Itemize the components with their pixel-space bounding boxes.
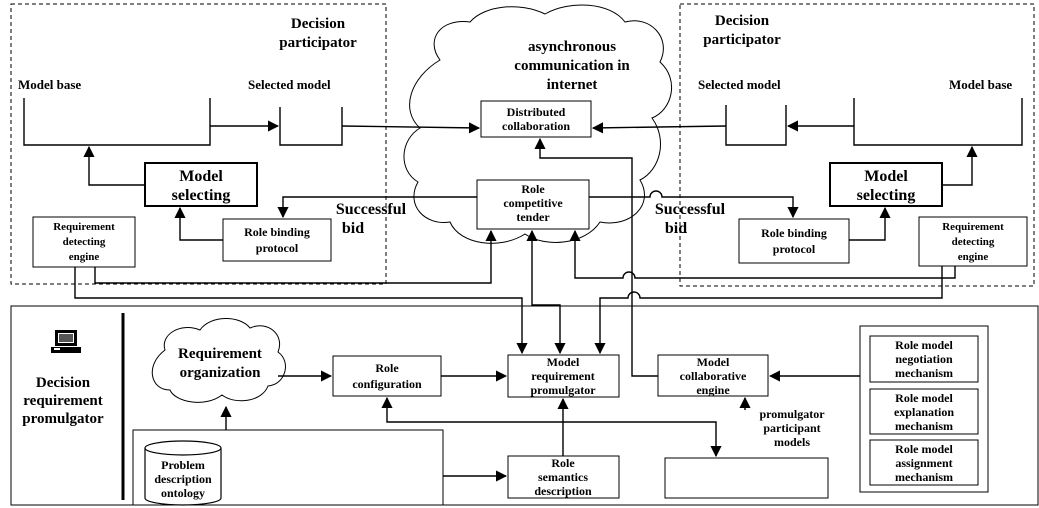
- svg-text:protocol: protocol: [256, 241, 299, 255]
- svg-text:participator: participator: [279, 35, 357, 51]
- database-cylinder-icon: [144, 440, 222, 506]
- role-semantics-box: [507, 455, 620, 499]
- model-requirement-promulgator-box: [507, 354, 620, 398]
- right-model-selecting-box: [829, 162, 943, 207]
- distributed-collaboration-label: Distributed: [507, 105, 566, 119]
- svg-text:communication in: communication in: [514, 58, 630, 74]
- svg-text:promulgator: promulgator: [22, 411, 104, 427]
- right-selected-model-label: Selected model: [698, 77, 781, 92]
- distributed-collaboration-box: [480, 100, 592, 138]
- right-model-base-container: [853, 98, 1023, 146]
- svg-text:promulgator: promulgator: [530, 383, 596, 397]
- svg-text:Role: Role: [551, 456, 575, 470]
- left-requirement-engine-box: [32, 216, 136, 268]
- internet-cloud: [403, 4, 672, 244]
- svg-text:selecting: selecting: [857, 187, 916, 204]
- right-participator-region: [679, 3, 1035, 287]
- model-collaborative-engine-box: [657, 354, 769, 397]
- svg-text:semantics: semantics: [538, 470, 588, 484]
- left-participator-region: [10, 3, 387, 285]
- svg-text:engine: engine: [69, 251, 100, 263]
- svg-text:protocol: protocol: [773, 242, 816, 256]
- computer-icon: [51, 330, 81, 353]
- svg-text:Model: Model: [697, 355, 730, 369]
- right-successful-bid-label: Successful: [655, 201, 726, 218]
- connectors: [74, 120, 978, 482]
- svg-text:Role model: Role model: [895, 442, 953, 456]
- svg-text:engine: engine: [958, 251, 989, 263]
- negotiation-mechanism-box: [869, 335, 979, 383]
- promulgator-title: Decision: [36, 375, 91, 391]
- svg-text:Role model: Role model: [895, 338, 953, 352]
- svg-text:Requirement: Requirement: [178, 346, 262, 362]
- svg-text:detecting: detecting: [63, 236, 106, 248]
- left-selected-model-container: [279, 107, 343, 146]
- svg-text:requirement: requirement: [23, 393, 102, 409]
- right-requirement-engine-box: [918, 216, 1028, 267]
- svg-text:negotiation: negotiation: [895, 352, 953, 366]
- cloud-label: asynchronous communication in internet: [514, 39, 630, 93]
- svg-text:tender: tender: [516, 210, 550, 224]
- svg-text:Role: Role: [375, 361, 399, 375]
- svg-text:mechanism: mechanism: [895, 419, 953, 433]
- svg-text:collaborative: collaborative: [680, 369, 747, 383]
- role-tender-label: Role: [521, 182, 545, 196]
- svg-text:participator: participator: [703, 32, 781, 48]
- participant-models-box: [664, 457, 829, 499]
- svg-text:organization: organization: [180, 365, 261, 381]
- svg-text:Role binding: Role binding: [761, 226, 827, 240]
- left-model-base-container: [23, 98, 211, 146]
- svg-text:detecting: detecting: [952, 236, 995, 248]
- explanation-mechanism-box: [869, 388, 979, 435]
- left-role-binding-box: [222, 218, 332, 262]
- svg-text:competitive: competitive: [503, 196, 563, 210]
- svg-text:collaboration: collaboration: [502, 119, 570, 133]
- right-model-base-label: Model base: [949, 77, 1012, 92]
- left-model-base-label: Model base: [18, 77, 81, 92]
- svg-text:bid: bid: [342, 220, 364, 237]
- svg-text:Problem: Problem: [161, 458, 205, 472]
- svg-text:internet: internet: [547, 77, 598, 93]
- svg-text:explanation: explanation: [894, 405, 954, 419]
- svg-text:configuration: configuration: [352, 377, 422, 391]
- svg-text:bid: bid: [665, 220, 687, 237]
- svg-text:Role model: Role model: [895, 391, 953, 405]
- svg-text:assignment: assignment: [895, 456, 952, 470]
- right-role-binding-box: [738, 218, 850, 264]
- svg-text:description: description: [534, 484, 592, 498]
- svg-text:requirement: requirement: [531, 369, 595, 383]
- svg-text:participant: participant: [763, 421, 820, 435]
- svg-text:Model: Model: [179, 168, 223, 185]
- svg-text:Model: Model: [864, 168, 908, 185]
- right-participator-title: Decision: [715, 13, 770, 29]
- svg-text:description: description: [154, 472, 212, 486]
- svg-text:engine: engine: [696, 383, 730, 397]
- participant-models-label: promulgator: [759, 407, 825, 421]
- svg-text:ontology: ontology: [161, 486, 205, 500]
- svg-text:mechanism: mechanism: [895, 470, 953, 484]
- svg-text:asynchronous: asynchronous: [528, 39, 616, 55]
- svg-text:Model: Model: [547, 355, 580, 369]
- promulgator-region: [10, 305, 1039, 506]
- svg-text:models: models: [774, 435, 810, 449]
- svg-text:Requirement: Requirement: [942, 221, 1004, 233]
- left-selected-model-label: Selected model: [248, 77, 331, 92]
- left-participator-title: Decision: [291, 16, 346, 32]
- right-selected-model-container: [725, 105, 787, 146]
- svg-text:mechanism: mechanism: [895, 366, 953, 380]
- svg-text:Requirement: Requirement: [53, 221, 115, 233]
- requirement-organization-cloud: [151, 318, 286, 403]
- left-model-selecting-box: [144, 162, 258, 207]
- left-successful-bid-label: Successful: [336, 201, 407, 218]
- assignment-mechanism-box: [869, 439, 979, 486]
- svg-text:selecting: selecting: [172, 187, 231, 204]
- role-tender-box: [476, 179, 590, 230]
- svg-text:Role binding: Role binding: [244, 225, 310, 239]
